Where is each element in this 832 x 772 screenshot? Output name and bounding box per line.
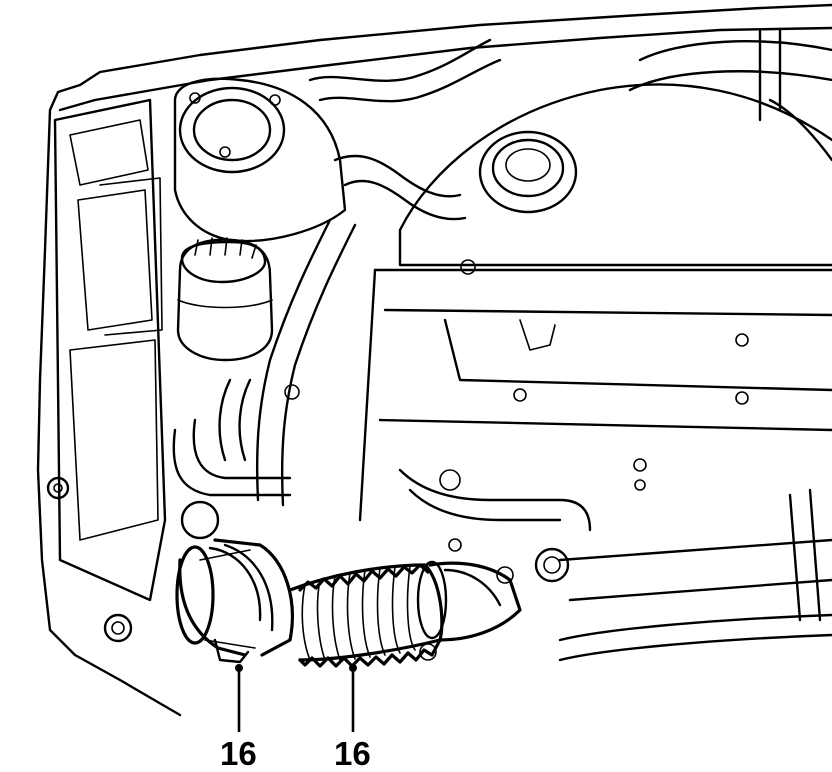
valve-cover: [358, 83, 832, 522]
engine-bay-outline: [36, 3, 832, 717]
strut-tower: [173, 77, 347, 243]
air-mass-meter: [175, 538, 294, 664]
upper-right-components: [628, 28, 832, 162]
callout-number-right: 16: [334, 735, 371, 772]
left-side-panel: [46, 98, 167, 643]
left-lower-hoses: [172, 378, 300, 540]
lower-pipes: [398, 468, 832, 662]
coolant-reservoir: [176, 237, 274, 362]
callout-dot-left: [235, 664, 243, 672]
intake-bellows: [288, 560, 522, 668]
upper-hoses: [255, 38, 502, 507]
callout-dot-right: [349, 664, 357, 672]
callout-leaders: [235, 664, 357, 732]
callout-number-left: 16: [220, 735, 257, 772]
